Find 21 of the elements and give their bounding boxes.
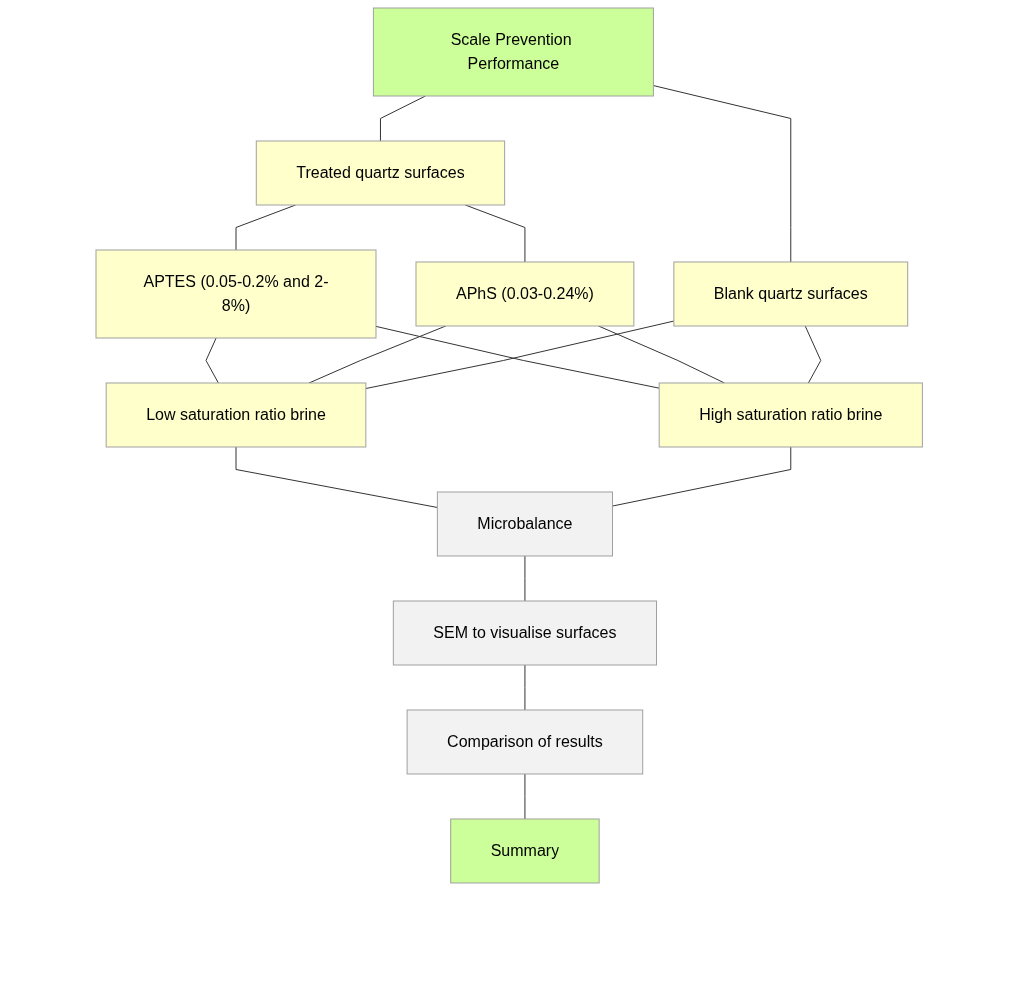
node-box: Low saturation ratio brine [105, 382, 367, 448]
connector [524, 773, 526, 820]
connector [375, 325, 660, 389]
connector [365, 320, 675, 390]
node-box: Microbalance [437, 491, 614, 557]
connector [524, 664, 526, 711]
connector [805, 325, 822, 384]
node-box: Comparison of results [406, 709, 644, 775]
connector [235, 446, 439, 508]
node-box: SEM to visualise surfaces [393, 600, 658, 666]
connector [653, 85, 792, 263]
connector [205, 337, 220, 384]
node-box: Scale Prevention Performance [373, 7, 655, 97]
node-box: APTES (0.05-0.2% and 2-8%) [95, 249, 377, 339]
node-box: Blank quartz surfaces [673, 261, 909, 327]
node-box: APhS (0.03-0.24%) [415, 261, 635, 327]
node-box: Summary [450, 818, 600, 884]
node-box: Treated quartz surfaces [256, 140, 506, 206]
node-box: High saturation ratio brine [658, 382, 924, 448]
connector [524, 555, 526, 602]
connector [612, 446, 792, 507]
